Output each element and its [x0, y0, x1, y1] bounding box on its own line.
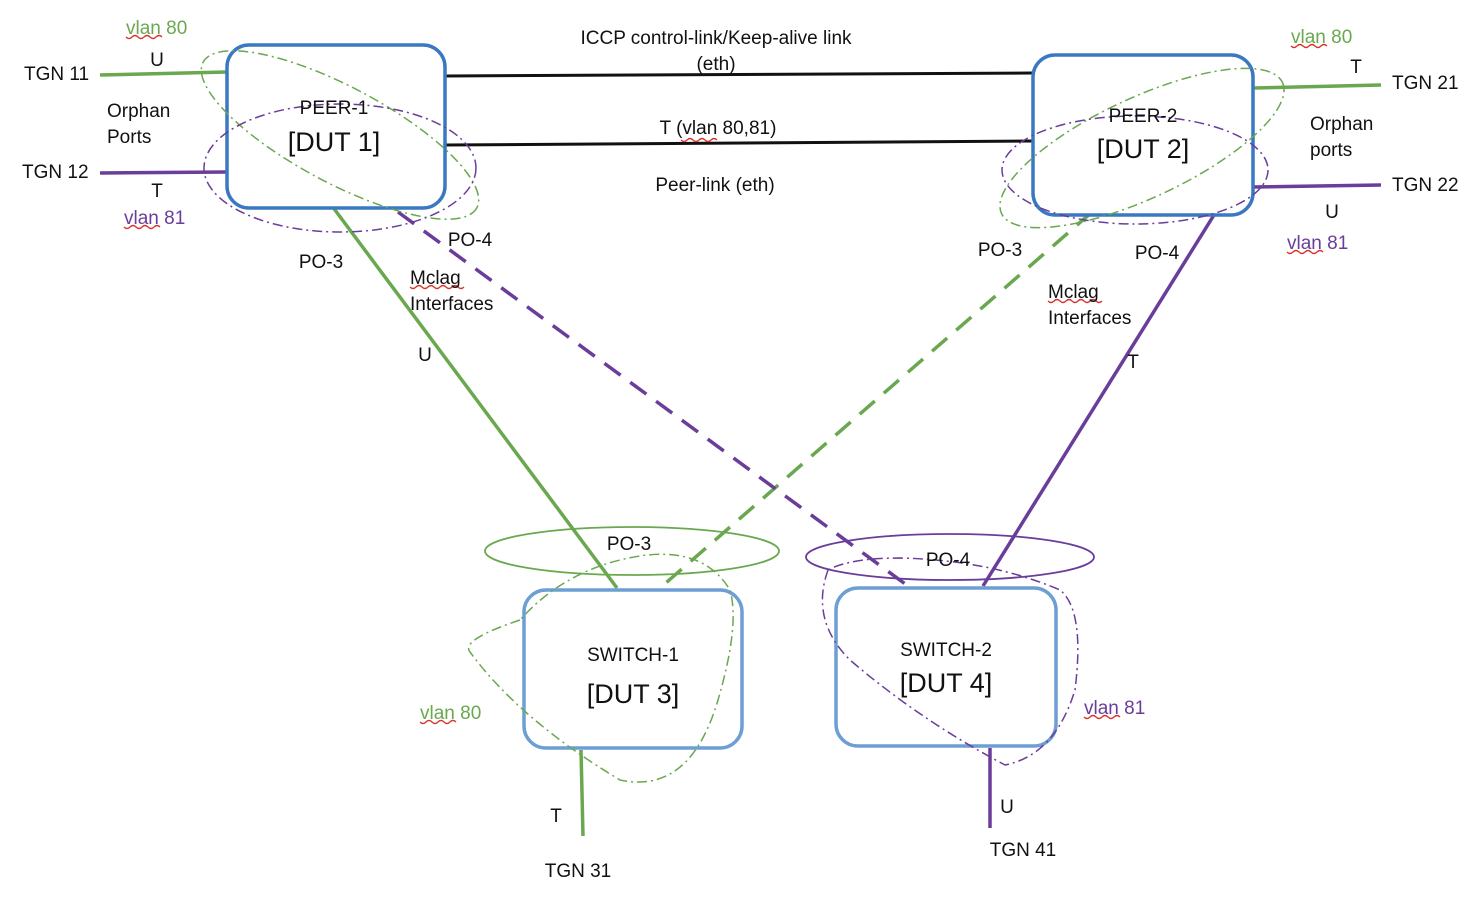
mode-po4-right: T [1127, 352, 1139, 373]
mclag-left-line1: Mclag [410, 268, 461, 289]
tgn21-label: TGN 21 [1392, 73, 1459, 94]
iccp-label-line2: (eth) [696, 54, 735, 75]
mode-tgn41: U [1000, 797, 1014, 818]
po4-label-switch2: PO-4 [926, 550, 971, 571]
peer-link-label: Peer-link (eth) [655, 175, 774, 196]
mclag-right-line1: Mclag [1048, 282, 1099, 303]
switch1-title: SWITCH-1 [587, 645, 679, 666]
mode-po3-left: U [418, 345, 432, 366]
tgn11-link [99, 70, 228, 77]
switch2-title: SWITCH-2 [900, 640, 992, 661]
squiggle-mclag-left [409, 284, 465, 290]
tgn22-label: TGN 22 [1392, 175, 1459, 196]
iccp-label-line1: ICCP control-link/Keep-alive link [580, 28, 852, 49]
squiggle-vlan80-p1 [125, 34, 163, 40]
tgn12-label: TGN 12 [22, 162, 89, 183]
squiggle-mclag-right [1047, 298, 1103, 304]
squiggle-vlan81-p1 [123, 224, 161, 230]
vlan80-label-peer1: vlan 80 [126, 18, 187, 39]
mode-tgn22: U [1325, 202, 1339, 223]
peer-link [444, 139, 1033, 147]
squiggle-vlan-trunk [680, 137, 718, 143]
tgn31-link [579, 749, 585, 837]
po4-ellipse-switch2 [805, 533, 1095, 581]
po4-link-peer1-switch2 [396, 210, 910, 588]
po3-label-switch1: PO-3 [607, 534, 651, 555]
iccp-keepalive-link [444, 71, 1033, 78]
tgn12-link [99, 170, 228, 175]
peer1-dut: [DUT 1] [288, 127, 381, 157]
po3-ellipse-switch1 [484, 526, 780, 576]
peer1-title: PEER-1 [300, 98, 369, 119]
tgn31-label: TGN 31 [545, 861, 612, 882]
vlan80-loop-switch1 [467, 553, 734, 783]
tgn11-label: TGN 11 [24, 64, 89, 85]
orphan-ports-right-line2: ports [1310, 140, 1352, 161]
mclag-left-line2: Interfaces [410, 294, 493, 315]
po4-link-peer2-switch2 [981, 214, 1216, 587]
tgn21-link [1253, 83, 1382, 90]
mclag-right-line2: Interfaces [1048, 308, 1131, 329]
switch1-device[interactable] [522, 588, 744, 750]
po4-label-peer1: PO-4 [448, 230, 493, 251]
vlan80-loop-peer2 [999, 67, 1285, 229]
vlan81-label-peer1: vlan 81 [124, 208, 185, 229]
vlan80-loop-peer1 [200, 50, 480, 220]
tgn22-link [1253, 183, 1382, 189]
peer-trunk-label: T (vlan 80,81) [660, 118, 777, 139]
switch1-dut: [DUT 3] [587, 679, 680, 709]
vlan81-loop-peer2 [1001, 115, 1269, 225]
peer2-dut: [DUT 2] [1097, 134, 1190, 164]
switch2-device[interactable] [834, 586, 1058, 748]
squiggle-vlan81-p2 [1286, 249, 1324, 255]
vlan81-label-peer2: vlan 81 [1287, 233, 1348, 254]
orphan-ports-left-line2: Ports [107, 127, 151, 148]
po3-label-peer2: PO-3 [978, 240, 1022, 261]
switch2-dut: [DUT 4] [900, 668, 993, 698]
spellcheck-underlines [123, 34, 1328, 725]
vlan81-label-switch2: vlan 81 [1084, 698, 1145, 719]
vlan80-label-switch1: vlan 80 [420, 703, 481, 724]
squiggle-vlan81-s2 [1083, 714, 1121, 720]
mode-tgn12: T [151, 181, 163, 202]
vlan80-label-peer2: vlan 80 [1291, 27, 1352, 48]
mode-tgn11: U [150, 50, 164, 71]
mode-tgn31: T [550, 806, 562, 827]
vlan81-loop-switch2 [821, 557, 1079, 766]
squiggle-vlan80-p2 [1290, 43, 1328, 49]
squiggle-vlan80-s1 [419, 719, 457, 725]
tgn41-label: TGN 41 [990, 840, 1057, 861]
orphan-ports-left-line1: Orphan [107, 101, 170, 122]
po3-link-peer1-switch1 [330, 204, 619, 590]
po3-label-peer1: PO-3 [299, 252, 343, 273]
orphan-ports-right-line1: Orphan [1310, 114, 1373, 135]
po4-label-peer2: PO-4 [1135, 243, 1180, 264]
peer2-title: PEER-2 [1109, 106, 1178, 127]
vlan81-loop-peer1 [203, 103, 477, 233]
mode-tgn21: T [1350, 57, 1362, 78]
